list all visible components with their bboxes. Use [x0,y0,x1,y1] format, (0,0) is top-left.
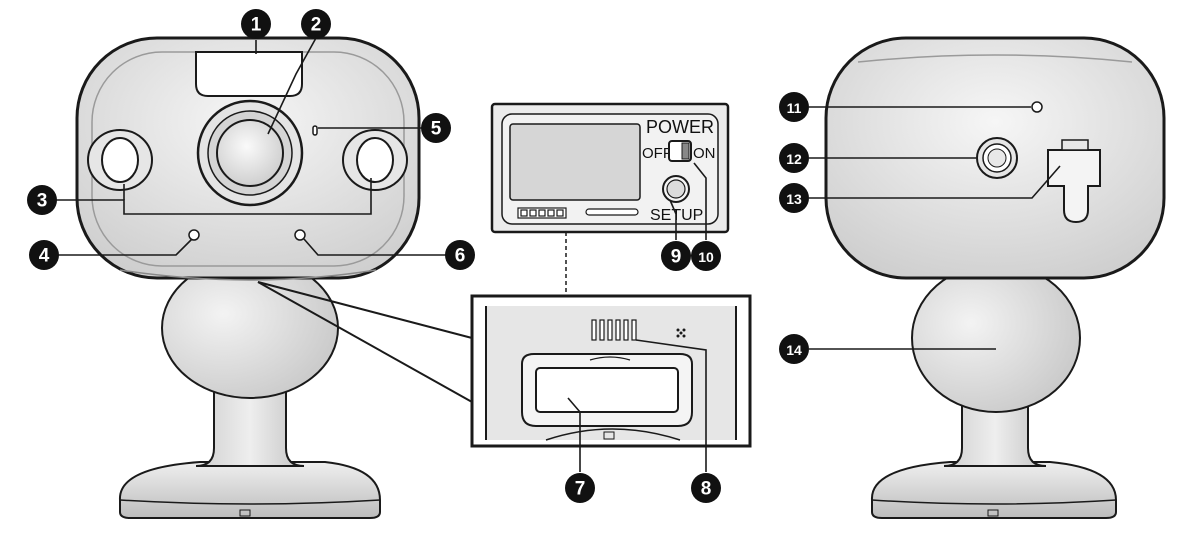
callout-8: 8 [691,473,721,503]
zoom-lines [257,281,473,403]
callout-5: 5 [421,113,451,143]
callout-1: 1 [241,9,271,39]
svg-text:12: 12 [786,151,802,167]
dc-jack [1047,149,1101,224]
off-label: OFF [642,145,672,162]
svg-text:11: 11 [787,100,802,116]
callout-2: 2 [301,9,331,39]
svg-text:14: 14 [786,342,802,358]
svg-text:3: 3 [37,191,48,212]
panel-slot [585,208,639,216]
svg-text:5: 5 [431,119,442,140]
callout-11: 11 [779,92,809,122]
panel-square-row [517,207,567,219]
light-sensor-window [195,51,303,97]
front-neck [195,379,305,467]
svg-text:9: 9 [671,247,682,268]
power-label: POWER [646,117,714,137]
camera-lens [216,119,284,187]
svg-text:2: 2 [311,15,322,36]
callout-6: 6 [445,240,475,270]
svg-text:13: 13 [786,191,802,207]
callout-3: 3 [27,185,57,215]
callout-12: 12 [779,143,809,173]
rear-panel-detail: POWER OFF ON SETUP [490,102,730,234]
svg-text:10: 10 [698,249,714,265]
rear-base [870,461,1117,519]
callout-14: 14 [779,334,809,364]
svg-text:4: 4 [39,246,50,267]
infrared-led-right [356,137,394,183]
panel-screen [509,123,641,201]
small-dots-icon [676,328,686,338]
callout-13: 13 [779,183,809,213]
infrared-led-left [101,137,139,183]
callout-7: 7 [565,473,595,503]
reset-hole[interactable] [1031,101,1043,113]
callout-10: 10 [691,241,721,271]
rear-ball-stand [911,263,1081,413]
leader-lines [56,37,1061,472]
temperature-sensor-hole [294,229,306,241]
speaker-vents [591,319,637,341]
microphone-hole [188,229,200,241]
on-label: ON [693,145,716,162]
svg-text:6: 6 [455,246,466,267]
status-indicator [312,125,318,136]
rear-view [824,36,1166,519]
bottom-detail-box [470,294,752,448]
front-base [118,461,381,519]
callout-9: 9 [661,241,691,271]
svg-text:8: 8 [701,479,712,500]
svg-text:1: 1 [251,15,262,36]
callout-4: 4 [29,240,59,270]
svg-text:7: 7 [575,479,586,500]
front-view [75,36,421,519]
